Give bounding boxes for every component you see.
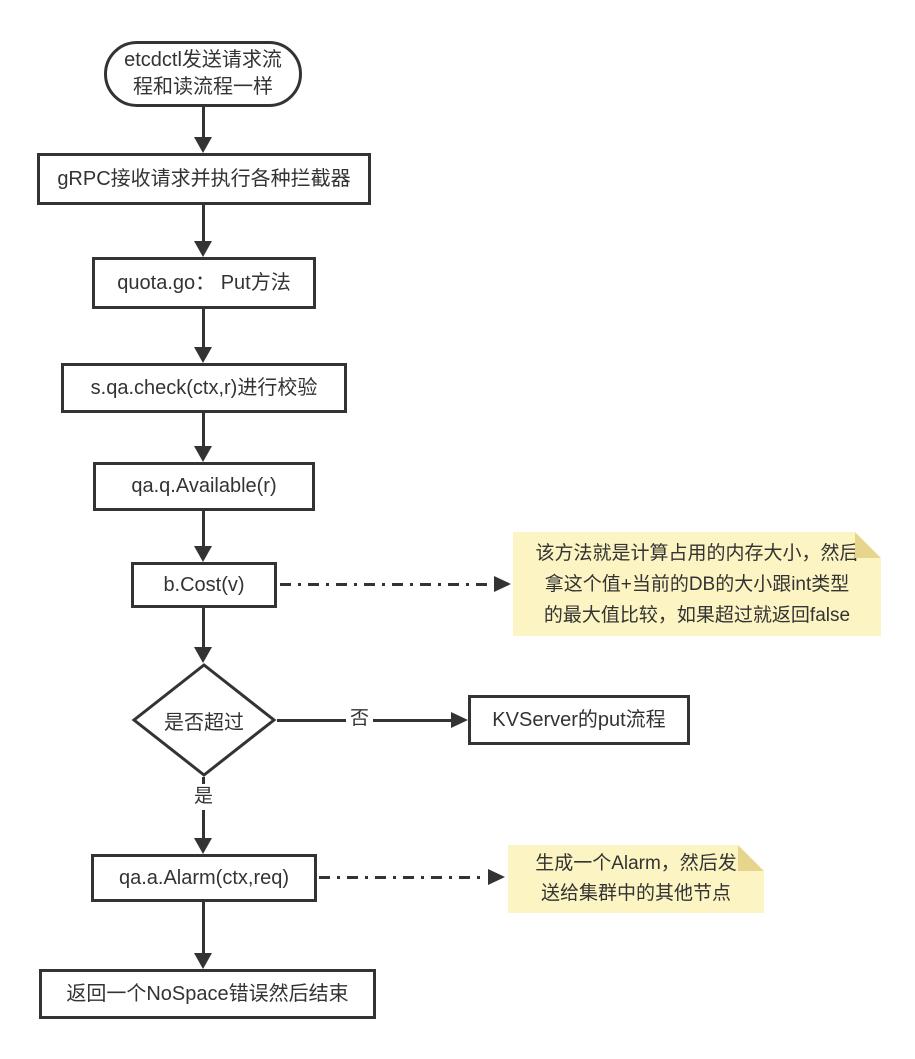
flow-node-alarm-label: qa.a.Alarm(ctx,req)	[118, 866, 290, 889]
arrowhead-down-icon	[194, 241, 212, 257]
arrowhead-down-icon	[194, 546, 212, 562]
flow-node-start-label: etcdctl发送请求流 程和读流程一样	[124, 49, 282, 98]
connector-available-cost	[202, 511, 205, 546]
note-fold-corner-icon	[738, 845, 764, 871]
flow-node-grpc: gRPC接收请求并执行各种拦截器	[37, 153, 371, 205]
arrowhead-down-icon	[194, 838, 212, 854]
arrowhead-down-icon	[194, 647, 212, 663]
connector-grpc-quota	[202, 205, 205, 241]
flow-node-decision: 是否超过	[131, 663, 277, 777]
sticky-note-cost: 该方法就是计算占用的内存大小，然后 拿这个值+当前的DB的大小跟int类型 的最…	[513, 532, 881, 636]
flow-node-quota: quota.go： Put方法	[92, 257, 316, 309]
sticky-note-alarm: 生成一个Alarm，然后发 送给集群中的其他节点	[508, 845, 764, 913]
flow-node-end: 返回一个NoSpace错误然后结束	[39, 969, 376, 1019]
flow-node-quota-label: quota.go： Put方法	[117, 271, 291, 294]
arrowhead-down-icon	[194, 446, 212, 462]
arrowhead-right-icon	[494, 576, 511, 592]
connector-cost-note	[280, 583, 493, 586]
connector-cost-decision	[202, 608, 205, 647]
flow-node-check-label: s.qa.check(ctx,r)进行校验	[90, 376, 318, 399]
flow-node-cost: b.Cost(v)	[131, 562, 277, 608]
connector-start-grpc	[202, 107, 205, 137]
note-line: 拿这个值+当前的DB的大小跟int类型	[544, 573, 850, 595]
flow-node-grpc-label: gRPC接收请求并执行各种拦截器	[57, 167, 351, 190]
flow-node-check: s.qa.check(ctx,r)进行校验	[61, 363, 347, 413]
flow-node-cost-label: b.Cost(v)	[163, 573, 245, 596]
flow-node-end-label: 返回一个NoSpace错误然后结束	[66, 982, 349, 1005]
arrowhead-down-icon	[194, 347, 212, 363]
note-line: 该方法就是计算占用的内存大小，然后	[535, 542, 859, 564]
connector-alarm-note	[319, 876, 487, 879]
flow-node-available: qa.q.Available(r)	[93, 462, 315, 511]
arrowhead-right-icon	[451, 712, 468, 728]
note-line: 送给集群中的其他节点	[540, 883, 731, 904]
note-fold-corner-icon	[855, 532, 881, 558]
flow-node-alarm: qa.a.Alarm(ctx,req)	[91, 854, 317, 902]
flow-node-kvserver: KVServer的put流程	[468, 695, 690, 745]
flow-node-available-label: qa.q.Available(r)	[131, 475, 277, 497]
note-line: 生成一个Alarm，然后发	[535, 853, 737, 874]
flow-node-kvserver-label: KVServer的put流程	[492, 708, 666, 731]
arrowhead-down-icon	[194, 137, 212, 153]
connector-check-available	[202, 413, 205, 446]
connector-quota-check	[202, 309, 205, 347]
flow-node-start: etcdctl发送请求流 程和读流程一样	[104, 41, 302, 107]
diamond-shape	[131, 663, 277, 777]
arrowhead-right-icon	[488, 869, 505, 885]
connector-alarm-end	[202, 902, 205, 953]
edge-label-no: 否	[346, 706, 374, 732]
note-line: 的最大值比较，如果超过就返回false	[543, 604, 851, 626]
flow-node-decision-label: 是否超过	[164, 711, 244, 734]
edge-label-yes: 是	[190, 784, 218, 810]
arrowhead-down-icon	[194, 953, 212, 969]
